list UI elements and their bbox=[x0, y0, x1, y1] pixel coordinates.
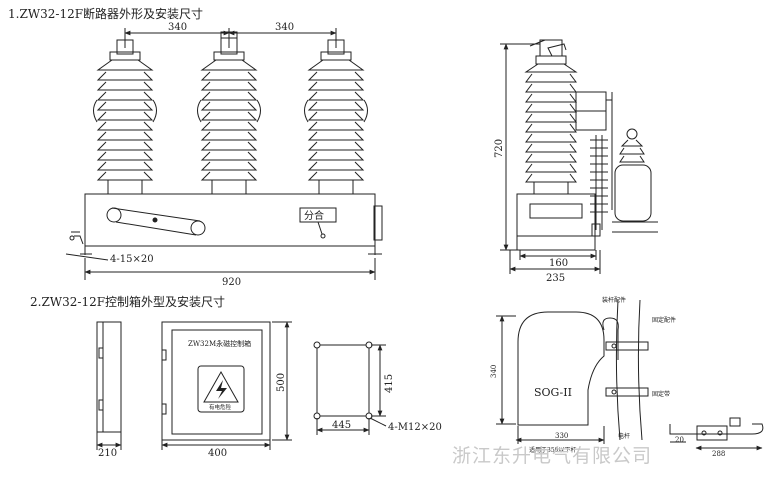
control-box-side-view bbox=[96, 321, 122, 450]
mounting-bracket-view bbox=[669, 417, 764, 451]
section1-title: 1.ZW32-12F断路器外形及安装尺寸 bbox=[8, 7, 204, 21]
switch-label: 分合 bbox=[304, 209, 324, 222]
dim-height-720: 720 bbox=[494, 139, 505, 158]
insulator-right bbox=[304, 39, 368, 195]
warning-text: 有电危险 bbox=[209, 403, 232, 411]
breaker-side-view bbox=[500, 39, 658, 274]
mount-width: 445 bbox=[332, 420, 351, 431]
section2-title: 2.ZW32-12F控制箱外型及安装尺寸 bbox=[30, 295, 226, 309]
dim-top-right: 340 bbox=[275, 22, 294, 33]
warning-icon bbox=[203, 370, 239, 403]
control-box-width: 400 bbox=[208, 448, 227, 459]
sog-fix-label-1: 固定配件 bbox=[652, 316, 676, 324]
sog-controller-view bbox=[496, 299, 649, 444]
lever-pivot-left bbox=[106, 207, 122, 223]
control-box-front-view bbox=[161, 321, 292, 450]
breaker-front-view bbox=[65, 28, 383, 280]
hole-label: 4-15×20 bbox=[110, 254, 154, 265]
control-box-height: 500 bbox=[276, 373, 287, 392]
control-box-depth: 210 bbox=[98, 448, 117, 459]
sog-label: SOG-II bbox=[534, 386, 572, 399]
dim-width-920: 920 bbox=[222, 277, 241, 288]
mount-height: 415 bbox=[384, 374, 395, 393]
dim-160: 160 bbox=[549, 258, 568, 269]
breaker-tank bbox=[84, 193, 376, 247]
insulator-left bbox=[93, 39, 157, 195]
panel-title: ZW32M永磁控制箱 bbox=[188, 339, 251, 348]
lever-pivot-right bbox=[190, 220, 206, 236]
dim-top-left: 340 bbox=[168, 22, 187, 33]
sog-note: 适用于350以下杆 bbox=[529, 446, 576, 454]
sog-width: 330 bbox=[555, 432, 568, 440]
lightning-icon bbox=[216, 380, 227, 399]
mounting-hole-pattern bbox=[313, 341, 387, 435]
sog-height: 340 bbox=[490, 365, 498, 378]
dim-235: 235 bbox=[546, 273, 565, 284]
sog-pole-label: 电杆 bbox=[618, 432, 630, 440]
sog-bracket-label: 装杆配件 bbox=[602, 296, 626, 304]
bracket-dim-a: 20 bbox=[675, 436, 684, 444]
mount-holes: 4-M12×20 bbox=[388, 422, 442, 433]
company-watermark: 浙江东升电气有限公司 bbox=[452, 445, 653, 467]
sog-fix-label-2: 固定带 bbox=[652, 390, 670, 398]
insulator-middle bbox=[197, 31, 261, 195]
bracket-dim-b: 288 bbox=[712, 450, 725, 458]
